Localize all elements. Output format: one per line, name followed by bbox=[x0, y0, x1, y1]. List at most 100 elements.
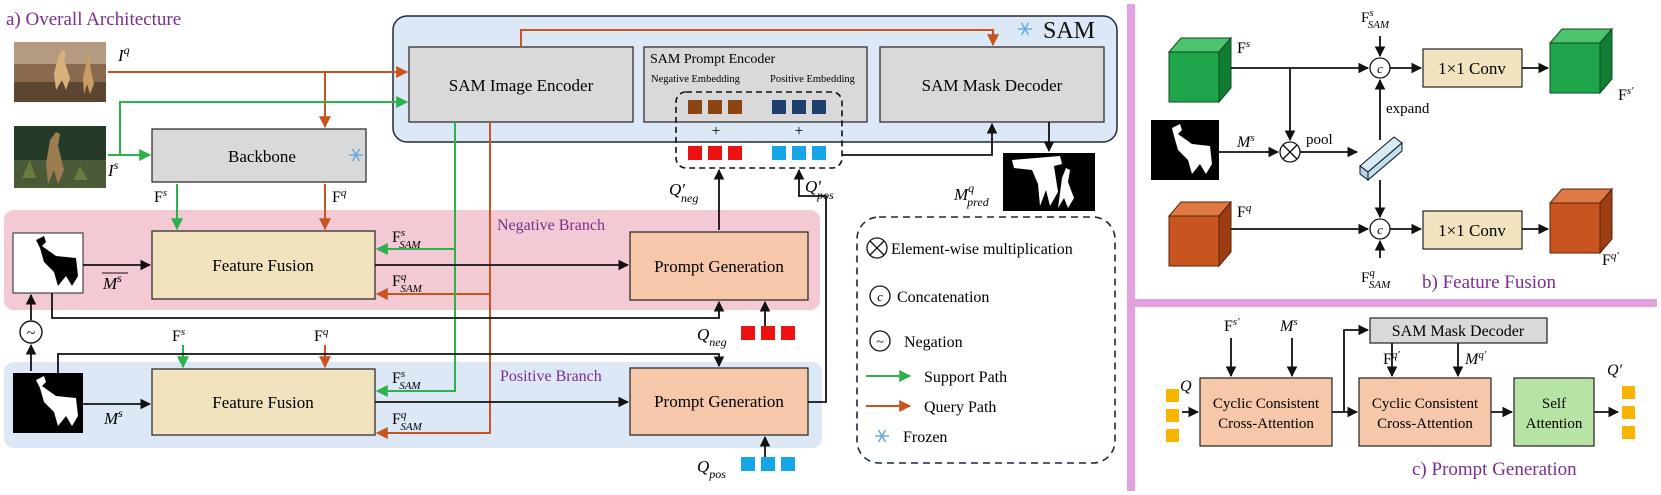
fq-label-backbone: Fq bbox=[332, 187, 347, 206]
sam-prompt-encoder-label: SAM Prompt Encoder bbox=[650, 52, 776, 67]
qneg-label: Qneg bbox=[697, 325, 727, 349]
mq-prime-label-c: Mq′ bbox=[1464, 349, 1487, 368]
sam-mask-decoder bbox=[879, 46, 1105, 123]
legend-item-2: Negation bbox=[904, 334, 963, 351]
backbone bbox=[151, 128, 367, 183]
q-input-tokens bbox=[1166, 389, 1179, 442]
prompt-generation-title: c) Prompt Generation bbox=[1412, 459, 1577, 480]
cca1-to-decoder bbox=[1343, 324, 1370, 412]
q-prime-label-c: Q′ bbox=[1607, 362, 1623, 379]
ms-mask-image bbox=[1151, 120, 1219, 180]
negative-embedding-tokens bbox=[688, 100, 742, 114]
svg-text:Cross-Attention: Cross-Attention bbox=[1377, 416, 1473, 432]
fq-label-pos: Fq bbox=[314, 326, 329, 345]
feature-fusion-positive-label: Feature Fusion bbox=[212, 393, 314, 412]
feature-fusion-negative bbox=[151, 230, 376, 300]
sam-prompt-encoder bbox=[643, 46, 868, 123]
cca-block-1 bbox=[1199, 377, 1333, 447]
fq-cube-icon bbox=[1167, 200, 1233, 268]
negative-branch-title: Negative Branch bbox=[497, 217, 605, 234]
sam-mask-decoder-c bbox=[1369, 317, 1548, 344]
prompt-generation-negative-label: Prompt Generation bbox=[654, 257, 784, 276]
mbar-label: Ms bbox=[102, 271, 122, 293]
svg-text:Attention: Attention bbox=[1526, 416, 1583, 432]
query-image bbox=[14, 42, 106, 102]
inverted-support-mask bbox=[12, 232, 84, 294]
feature-fusion-title: b) Feature Fusion bbox=[1422, 272, 1557, 293]
ms-label-c: Ms bbox=[1279, 316, 1298, 335]
negation-op bbox=[19, 320, 43, 344]
mbar-to-prompt-gen-neg bbox=[51, 293, 725, 319]
prompt-gen-pos-to-tokens bbox=[793, 168, 827, 403]
fs-cube-icon bbox=[1167, 36, 1233, 104]
ms-to-prompt-gen-pos bbox=[57, 353, 725, 373]
fs-label-b: Fs bbox=[1237, 38, 1250, 57]
sam-mask-decoder-label: SAM Mask Decoder bbox=[922, 76, 1063, 95]
q-output-tokens bbox=[1622, 386, 1635, 439]
negation-symbol: ~ bbox=[27, 325, 36, 342]
positive-prompt-tokens bbox=[772, 146, 826, 160]
tokens-to-mask-decoder bbox=[842, 122, 998, 156]
qpos-label: Qpos bbox=[697, 457, 726, 481]
svg-text:SAM Mask Decoder: SAM Mask Decoder bbox=[1392, 323, 1525, 340]
negative-prompt-tokens bbox=[688, 146, 742, 160]
feature-fusion-positive bbox=[151, 368, 376, 436]
fq-label-b: Fq bbox=[1237, 202, 1252, 221]
feature-fusion-negative-label: Feature Fusion bbox=[212, 256, 314, 275]
prompt-token-group bbox=[675, 91, 843, 169]
vertical-divider bbox=[1127, 4, 1135, 491]
fs-label-backbone: Fs bbox=[154, 187, 167, 206]
positive-embedding-label: Positive Embedding bbox=[770, 74, 856, 85]
ms-label-b: Ms bbox=[1236, 132, 1255, 151]
conv-top-label: 1×1 Conv bbox=[1438, 59, 1506, 78]
plus-negative: + bbox=[711, 123, 720, 140]
is-label: Is bbox=[107, 158, 119, 180]
legend-circled-c-icon bbox=[869, 285, 891, 307]
fsam-q-pos-path bbox=[375, 294, 491, 439]
pool-label: pool bbox=[1306, 132, 1333, 148]
cca-block-2 bbox=[1358, 377, 1492, 447]
positive-branch-title: Positive Branch bbox=[500, 368, 602, 385]
horizontal-divider bbox=[1135, 299, 1657, 307]
svg-text:c: c bbox=[1377, 61, 1383, 76]
svg-text:Cyclic Consistent: Cyclic Consistent bbox=[1213, 396, 1320, 412]
expand-label: expand bbox=[1386, 101, 1430, 117]
fs-prime-cube-icon bbox=[1548, 27, 1614, 95]
pooled-vector-icon bbox=[1359, 136, 1403, 182]
fs-prime-label-c: Fs′ bbox=[1224, 316, 1240, 335]
support-image bbox=[14, 126, 106, 188]
fq-prime-cube-icon bbox=[1548, 187, 1614, 255]
qpos-tokens bbox=[741, 457, 795, 471]
svg-text:Cross-Attention: Cross-Attention bbox=[1218, 416, 1314, 432]
image-encoder-to-decoder bbox=[520, 29, 999, 47]
legend-item-1: Concatenation bbox=[897, 289, 989, 306]
self-attention-block bbox=[1513, 377, 1595, 447]
svg-text:c: c bbox=[877, 289, 883, 304]
prompt-generation-negative bbox=[629, 231, 809, 301]
fsam-s-pos-path bbox=[375, 249, 456, 397]
fq-prime-label-b: Fq′ bbox=[1602, 250, 1619, 269]
legend: Element-wise multiplication c Concatenat… bbox=[866, 237, 1073, 446]
conv-block-bottom bbox=[1422, 210, 1523, 250]
support-mask bbox=[13, 373, 83, 433]
sam-image-encoder bbox=[408, 46, 634, 123]
fq-prime-label-c: Fq′ bbox=[1383, 349, 1400, 368]
fs-label-pos: Fs bbox=[172, 326, 185, 345]
prompt-generation-positive-label: Prompt Generation bbox=[654, 392, 784, 411]
conv-bottom-label: 1×1 Conv bbox=[1438, 221, 1506, 240]
svg-text:Cyclic Consistent: Cyclic Consistent bbox=[1372, 396, 1479, 412]
sam-title: SAM bbox=[1043, 18, 1095, 44]
qpos-prime-label: Q′pos bbox=[805, 177, 834, 202]
ms-label-a: Ms bbox=[103, 406, 123, 428]
sam-image-encoder-label: SAM Image Encoder bbox=[449, 76, 594, 95]
fs-prime-label-b: Fs′ bbox=[1618, 85, 1634, 104]
negative-embedding-label: Negative Embedding bbox=[651, 74, 741, 85]
